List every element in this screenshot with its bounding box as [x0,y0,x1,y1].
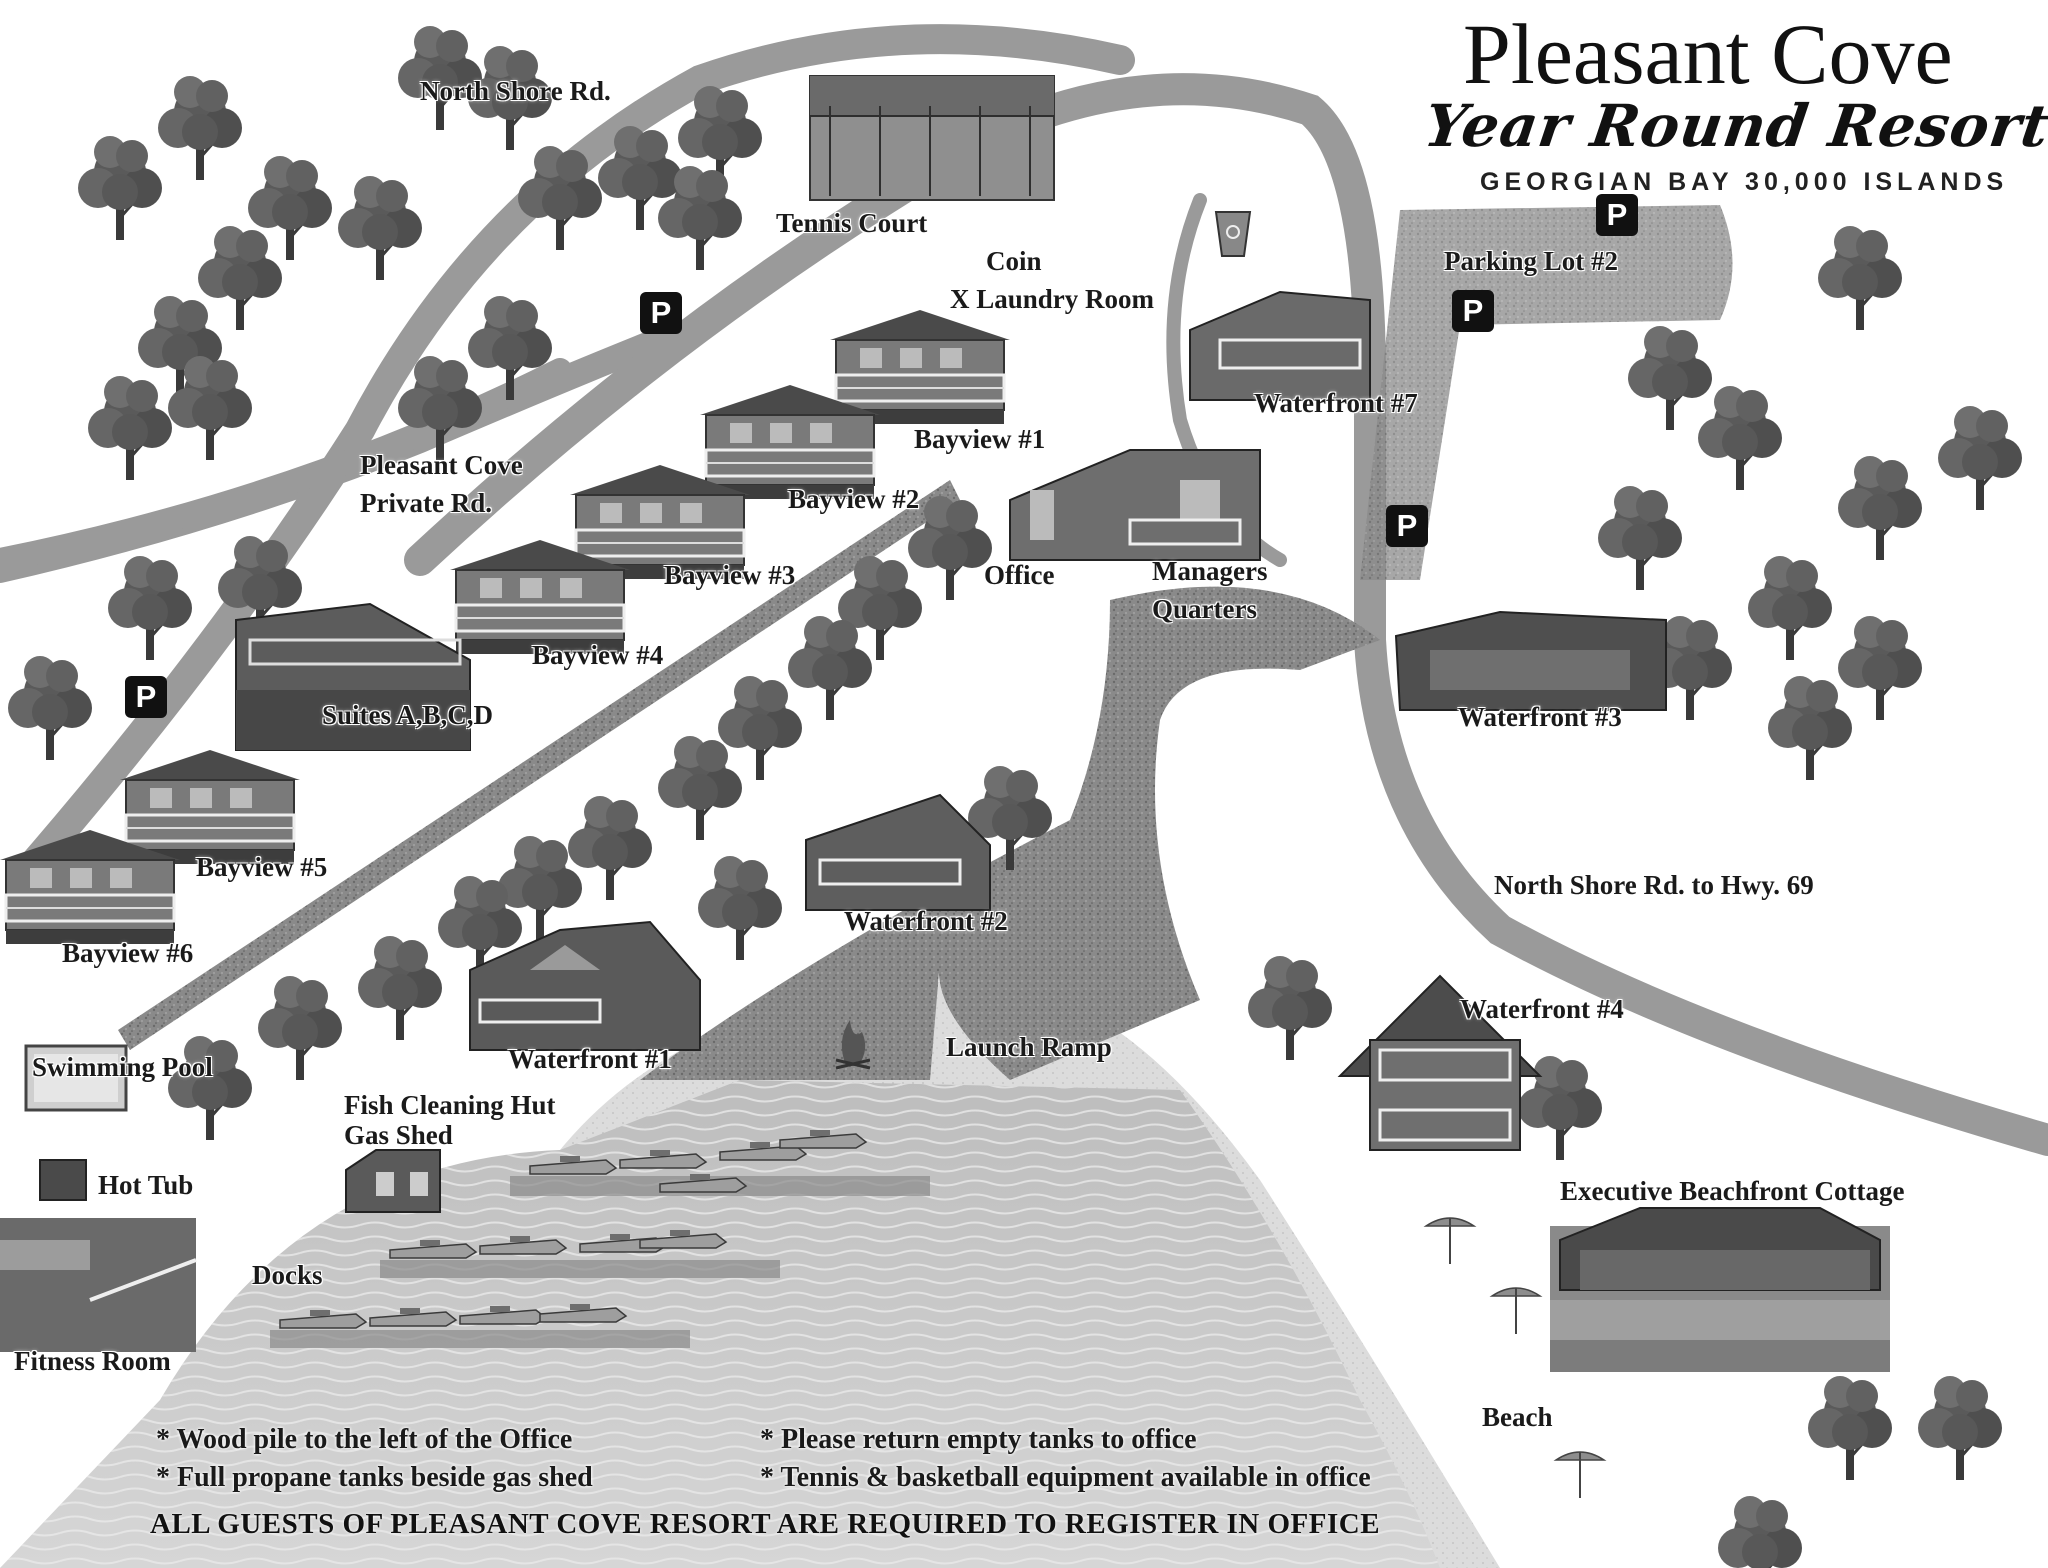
bayview-2-label: Bayview #2 [788,484,920,514]
bayview-1-label: Bayview #1 [914,424,1046,454]
tree-icon [86,374,174,482]
resort-subtitle: Year Round Resort [1420,92,2048,160]
beach-umbrella-icon [1491,1287,1541,1335]
north-shore-hwy-label: North Shore Rd. to Hwy. 69 [1494,870,1814,900]
tree-icon [76,134,164,242]
tree-icon [256,974,344,1082]
suites-building [235,602,471,751]
docks [270,1129,930,1348]
tree-icon [786,614,874,722]
bayview-6-label: Bayview #6 [62,938,194,968]
parking-icon: P [125,676,167,718]
hot-tub-label: Hot Tub [98,1170,194,1200]
beach-umbrella-icon [1555,1451,1605,1499]
fish-hut-label-1: Fish Cleaning Hut [344,1090,556,1120]
bayview-5-label: Bayview #5 [196,852,328,882]
private-rd-label-1: Pleasant Cove [360,450,523,480]
office-label: Office [984,560,1055,590]
bayview-3-label: Bayview #3 [664,560,796,590]
tree-icon [336,174,424,282]
coin-laundry-label-2: X Laundry Room [950,284,1155,314]
coin-laundry-label-1: Coin [986,246,1042,276]
waterfront-7-building [1189,290,1371,401]
tree-icon [1816,224,1904,332]
bayview-4-label: Bayview #4 [532,640,664,670]
tree-icon [196,224,284,332]
fish-hut-label-2: Gas Shed [344,1120,453,1150]
waterfront-3-building [1394,610,1667,711]
parking-icon: P [1386,505,1428,547]
campfire-icon [835,1020,871,1070]
tree-icon [1766,674,1854,782]
hot-tub [39,1159,87,1201]
tree-icon [1936,404,2024,512]
tree-icon [1806,1374,1894,1482]
note-return-tanks: * Please return empty tanks to office [760,1424,1197,1455]
fitness-room-building [0,1218,197,1352]
waterfront-2-building [805,793,991,911]
north-shore-rd-label: North Shore Rd. [420,76,611,106]
tree-icon [1246,954,1334,1062]
tree-icon [696,854,784,962]
tree-icon [656,734,744,842]
buildings [0,75,1890,1372]
tree-icon [1596,484,1684,592]
beach-umbrella-icon [1425,1217,1475,1265]
tree-icon [1696,384,1784,492]
beach-label: Beach [1482,1402,1553,1432]
waterfront-4-label: Waterfront #4 [1460,994,1624,1024]
cabin-icon [828,308,1012,426]
tree-icon [106,554,194,662]
swimming-pool [24,1044,128,1112]
tree-icon [356,934,444,1042]
office-building [1009,449,1261,561]
tree-icon [1626,324,1714,432]
tree-icon [1716,1494,1804,1568]
exec-cottage-label: Executive Beachfront Cottage [1560,1176,1905,1206]
note-wood-pile: * Wood pile to the left of the Office [156,1424,573,1455]
tennis-court-label: Tennis Court [776,208,928,238]
tree-icon [1836,454,1924,562]
waterfront-3-label: Waterfront #3 [1458,702,1622,732]
private-rd-label-2: Private Rd. [360,488,492,518]
managers-label-2: Quarters [1152,594,1257,624]
note-equipment: * Tennis & basketball equipment availabl… [760,1462,1371,1493]
tree-icon [6,654,94,762]
resort-title: Pleasant Cove [1463,6,1953,102]
waterfront-1-building [469,920,701,1051]
waterfront-4-building [1337,974,1543,1151]
parking-lot-2-label: Parking Lot #2 [1444,246,1619,276]
suites-label: Suites A,B,C,D [322,700,494,730]
waterfront-1-label: Waterfront #1 [508,1044,672,1074]
cabin-icon [118,748,302,866]
launch-ramp-label: Launch Ramp [946,1032,1112,1062]
recycle-bin-icon [1214,211,1252,257]
tree-icon [156,74,244,182]
docks-label: Docks [252,1260,323,1290]
tree-icon [1836,614,1924,722]
parking-icon: P [640,292,682,334]
fish-hut-building [345,1149,441,1213]
note-propane: * Full propane tanks beside gas shed [156,1462,593,1493]
waterfront-7-label: Waterfront #7 [1254,388,1418,418]
waterfront-2-label: Waterfront #2 [844,906,1008,936]
tree-icon [716,674,804,782]
walkway [118,480,960,1050]
executive-cottage-building [1550,1207,1890,1372]
fitness-room-label: Fitness Room [14,1346,171,1376]
register-notice: ALL GUESTS OF PLEASANT COVE RESORT ARE R… [150,1508,1381,1540]
tree-icon [1746,554,1834,662]
swimming-pool-label: Swimming Pool [32,1052,213,1082]
gravel-drive [640,586,1380,1080]
managers-label-1: Managers [1152,556,1268,586]
tennis-court-photo [809,75,1055,201]
parking-icon: P [1452,290,1494,332]
parking-icon: P [1596,194,1638,236]
resort-tagline: GEORGIAN BAY 30,000 ISLANDS [1480,168,2009,196]
tree-icon [1916,1374,2004,1482]
